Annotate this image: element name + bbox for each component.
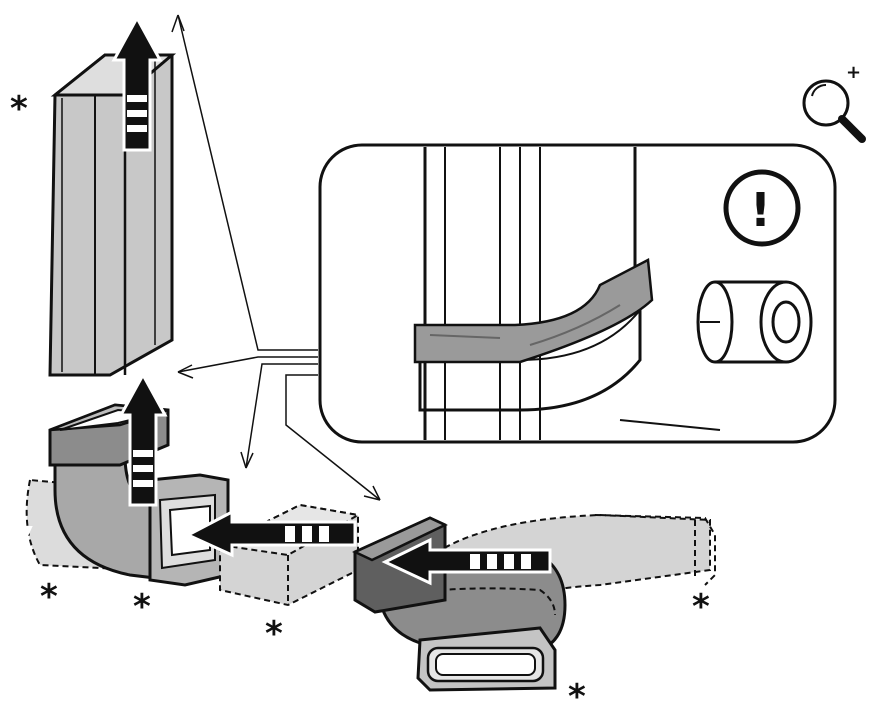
optional-marker-right-ghost: * — [692, 587, 710, 627]
right-elbow-assembly — [352, 513, 716, 692]
push-left-arrow-center — [15, 509, 357, 558]
push-up-arrow-top — [111, 14, 163, 152]
warning-mark: ! — [750, 183, 771, 237]
optional-marker-top-duct: * — [10, 89, 28, 129]
optional-marker-elbow-left: * — [40, 577, 58, 617]
optional-marker-elbow-right: * — [133, 587, 151, 627]
left-elbow-assembly — [25, 403, 230, 587]
dashed-connector-segment — [216, 503, 361, 607]
vertical-duct-segment — [48, 53, 177, 377]
optional-marker-right-elbow: * — [568, 677, 586, 715]
optional-marker-connector: * — [265, 614, 283, 654]
magnifier-plus-icon: + — [802, 62, 866, 143]
leader-lines — [171, 14, 381, 501]
push-left-arrow-right — [381, 537, 552, 586]
detail-callout-box: ! — [318, 143, 837, 444]
zoom-plus-sign: + — [846, 62, 861, 83]
exclamation-circle-icon: ! — [723, 169, 801, 247]
push-up-arrow-elbow — [118, 371, 168, 507]
tape-roll-icon — [696, 280, 813, 364]
